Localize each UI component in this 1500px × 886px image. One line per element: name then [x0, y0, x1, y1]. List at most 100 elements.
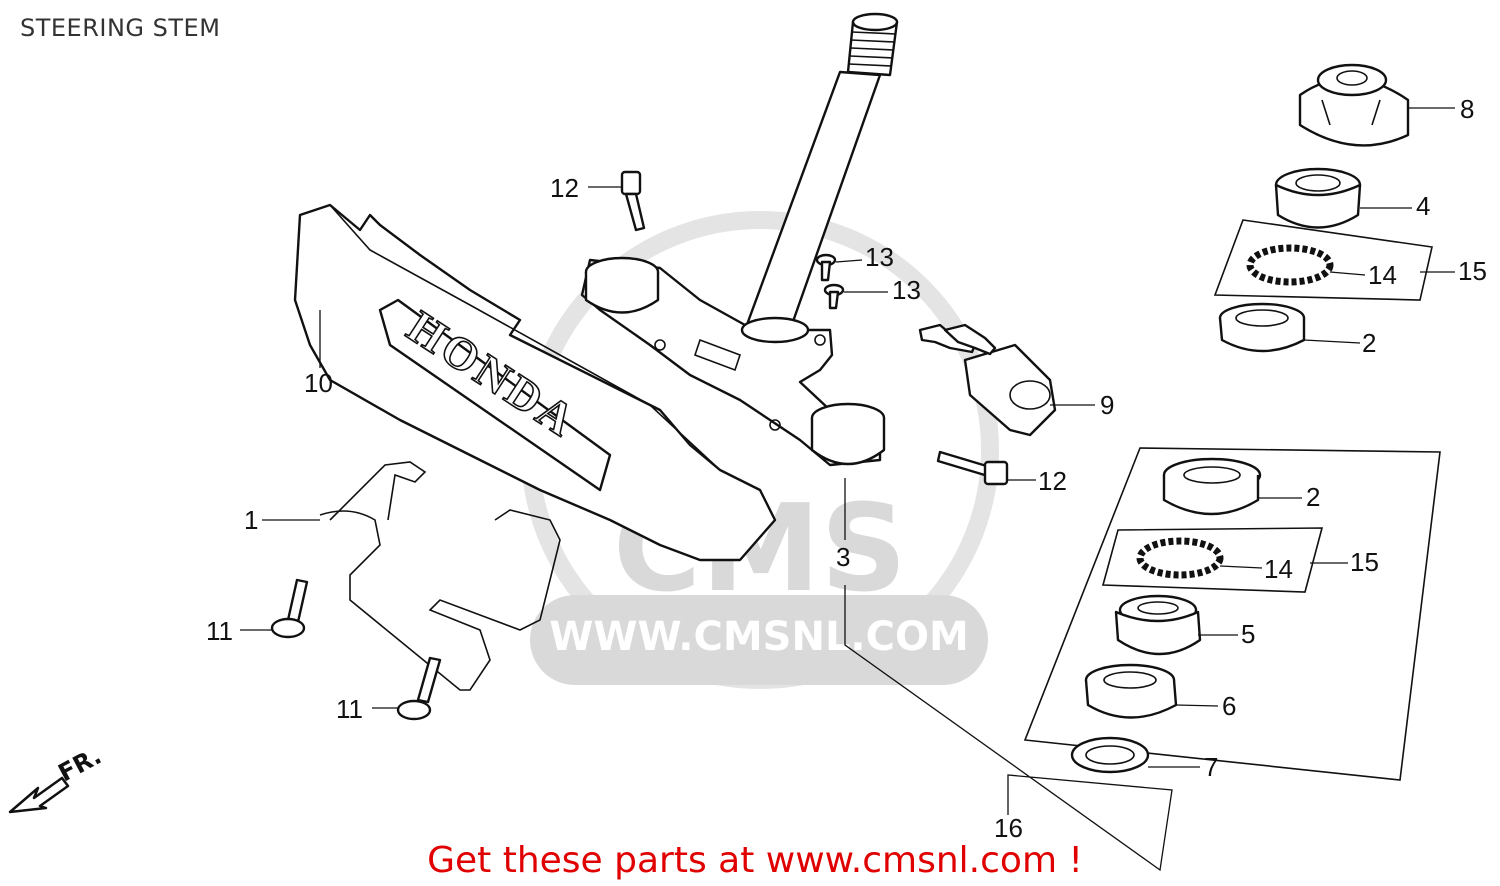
- nut-hole: [1336, 70, 1368, 86]
- callout-4: 4: [1416, 191, 1430, 221]
- race-5-hole: [1137, 601, 1179, 615]
- cup-hole: [1235, 309, 1289, 327]
- bolt-head: [983, 460, 1009, 486]
- callout-3: 3: [836, 542, 850, 572]
- callout-8: 8: [1460, 94, 1474, 124]
- stem-top: [851, 12, 899, 32]
- callout-14-upper: 14: [1368, 260, 1397, 290]
- bolt-11-lower: [396, 656, 442, 721]
- bolt-12-top: [620, 170, 646, 232]
- callout-6: 6: [1222, 691, 1236, 721]
- bracket-hole-1: [654, 339, 666, 351]
- bolt-shank: [286, 578, 309, 624]
- steering-stem-part: [580, 12, 899, 467]
- callout-2-lower: 2: [1306, 482, 1320, 512]
- lock-body: [963, 343, 1057, 437]
- callout-10: 10: [304, 368, 333, 398]
- race-side: [1274, 183, 1362, 229]
- bearing-box-15-lower: [1101, 527, 1324, 593]
- race-hole: [1295, 174, 1341, 192]
- bracket-tab: [693, 338, 742, 372]
- left-clamp-body: [584, 272, 660, 314]
- callout-13-a: 13: [865, 242, 894, 272]
- lower-assembly-box: [1023, 447, 1441, 781]
- front-cover-part: HONDA: [293, 203, 777, 562]
- cover-body: [293, 203, 777, 562]
- seal-6-hole: [1103, 671, 1157, 689]
- assembly-box-16: [1023, 447, 1441, 781]
- nut-slots: [1321, 99, 1381, 126]
- callout-7: 7: [1204, 752, 1218, 782]
- page-title: STEERING STEM: [20, 14, 221, 42]
- ball-ring: [1246, 244, 1334, 286]
- bracket-hole-2: [769, 419, 781, 431]
- thread-lines: [848, 31, 897, 67]
- callout-2-upper: 2: [1362, 328, 1376, 358]
- bearing-box-15-upper: [1213, 219, 1433, 301]
- callout-numbers: 8 4 14 15 2 12 13 13 10 9 12 2 1 3 14 15…: [206, 94, 1487, 843]
- leader-14a: [1329, 271, 1366, 276]
- cup-lower-side: [1162, 475, 1260, 516]
- callout-11-lower: 11: [336, 694, 363, 724]
- emblem-frame: [378, 298, 612, 492]
- bracket-hole-3: [814, 334, 826, 346]
- callout-16: 16: [994, 813, 1023, 843]
- watermark-url-pill: [530, 595, 988, 685]
- callout-13-b: 13: [892, 275, 921, 305]
- bolt-12-right: [936, 450, 1009, 486]
- leader-14b: [1219, 565, 1263, 569]
- wire-clip-part: [319, 461, 561, 691]
- callout-15-lower: 15: [1350, 547, 1379, 577]
- leader-lines: [240, 107, 1455, 872]
- callout-1: 1: [244, 505, 258, 535]
- washer-7: [1070, 736, 1150, 774]
- wire-clip-hook: [329, 461, 427, 521]
- callout-12-right: 12: [1038, 466, 1067, 496]
- watermark-url: WWW.CMSNL.COM: [549, 614, 969, 660]
- fr-arrow-icon: [8, 776, 70, 814]
- front-direction-indicator: FR.: [8, 742, 106, 814]
- bearing-cup-part-2-upper: [1218, 302, 1306, 353]
- top-nut-part-8: [1298, 63, 1410, 147]
- leader-6: [1175, 704, 1219, 707]
- bolt-flange: [270, 617, 306, 639]
- leader-16: [844, 585, 1173, 872]
- seal-6-side: [1084, 679, 1178, 719]
- cover-top-edge: [299, 204, 721, 471]
- steering-lock-part: [918, 323, 1057, 437]
- bolt-shank: [416, 656, 442, 704]
- screw-shank: [820, 260, 832, 282]
- key-2: [943, 323, 997, 356]
- lock-bore: [1009, 380, 1051, 410]
- callout-5: 5: [1241, 619, 1255, 649]
- ball-ring-lower: [1136, 537, 1224, 579]
- screw-13-b: [823, 283, 845, 310]
- leader-2a: [1303, 339, 1361, 344]
- washer-7-hole: [1085, 745, 1135, 765]
- bearing-race-part-4: [1274, 167, 1362, 229]
- bolt-flange: [396, 699, 432, 721]
- leader-13a: [835, 259, 863, 263]
- bolt-head: [620, 170, 642, 196]
- promo-link-text[interactable]: Get these parts at www.cmsnl.com !: [427, 840, 1083, 881]
- nut-top: [1316, 63, 1388, 97]
- cup-lower-hole: [1183, 466, 1241, 484]
- screw-shank: [828, 290, 840, 310]
- cup-side: [1218, 317, 1306, 353]
- callout-11-upper: 11: [206, 616, 233, 646]
- callout-12-top: 12: [550, 173, 579, 203]
- right-clamp-body: [810, 418, 886, 466]
- bearing-box: [1213, 219, 1433, 301]
- bolt-shank: [624, 192, 646, 232]
- bolt-11-upper: [270, 578, 309, 639]
- callout-9: 9: [1100, 390, 1114, 420]
- stem-shaft: [743, 70, 882, 332]
- wire-clip-1: [319, 509, 561, 691]
- screw-13-a: [815, 253, 837, 282]
- stem-collar: [740, 316, 810, 344]
- callout-15-upper: 15: [1458, 256, 1487, 286]
- callout-14-lower: 14: [1264, 554, 1293, 584]
- race-5-side: [1114, 610, 1202, 656]
